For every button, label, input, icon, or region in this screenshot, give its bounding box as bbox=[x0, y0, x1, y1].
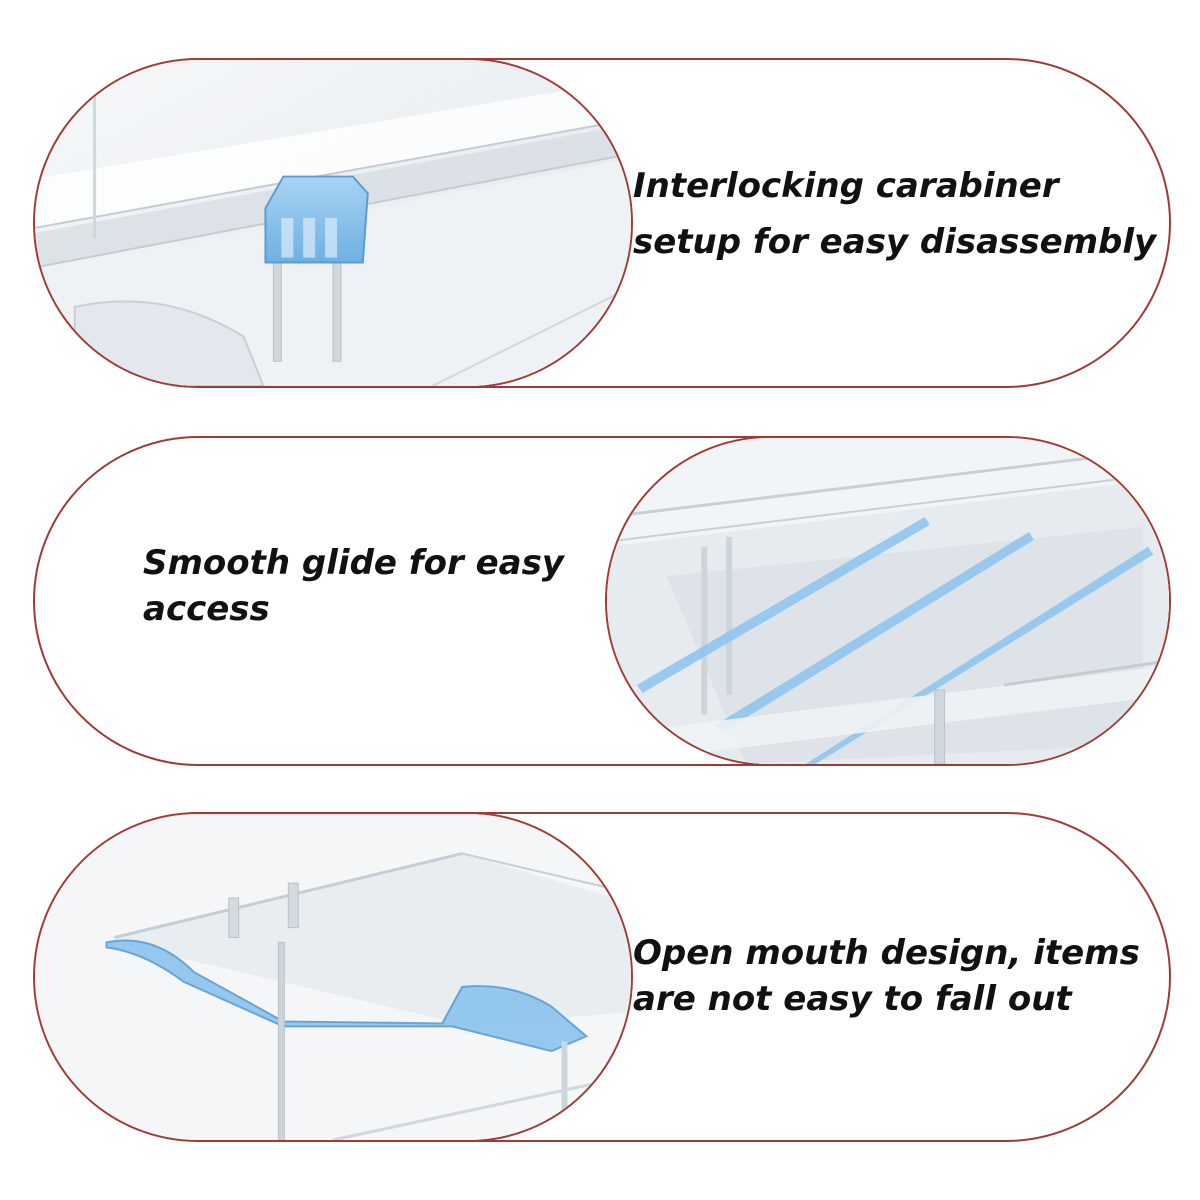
caption-line: Interlocking carabiner bbox=[633, 166, 1059, 206]
caption-line: access bbox=[143, 589, 270, 629]
caption-smooth-glide: Smooth glide for easy access bbox=[143, 540, 564, 632]
drawer-slide-illustration bbox=[607, 438, 1169, 764]
feature-panel-carabiner: Interlocking carabiner setup for easy di… bbox=[33, 58, 1171, 388]
open-mouth-tray-photo bbox=[35, 814, 633, 1140]
carabiner-connector-illustration bbox=[35, 60, 631, 386]
caption-line: Open mouth design, items bbox=[633, 933, 1140, 973]
caption-line: Smooth glide for easy bbox=[143, 543, 564, 583]
feature-panel-open-mouth: Open mouth design, items are not easy to… bbox=[33, 812, 1171, 1142]
drawer-slide-photo bbox=[605, 438, 1169, 764]
caption-line: setup for easy disassembly bbox=[633, 222, 1157, 262]
caption-line: are not easy to fall out bbox=[633, 979, 1072, 1019]
caption-carabiner: Interlocking carabiner setup for easy di… bbox=[633, 158, 1156, 270]
carabiner-connector-photo bbox=[35, 60, 633, 386]
caption-open-mouth: Open mouth design, items are not easy to… bbox=[633, 930, 1140, 1022]
feature-panel-smooth-glide: Smooth glide for easy access bbox=[33, 436, 1171, 766]
open-mouth-tray-illustration bbox=[35, 814, 631, 1140]
